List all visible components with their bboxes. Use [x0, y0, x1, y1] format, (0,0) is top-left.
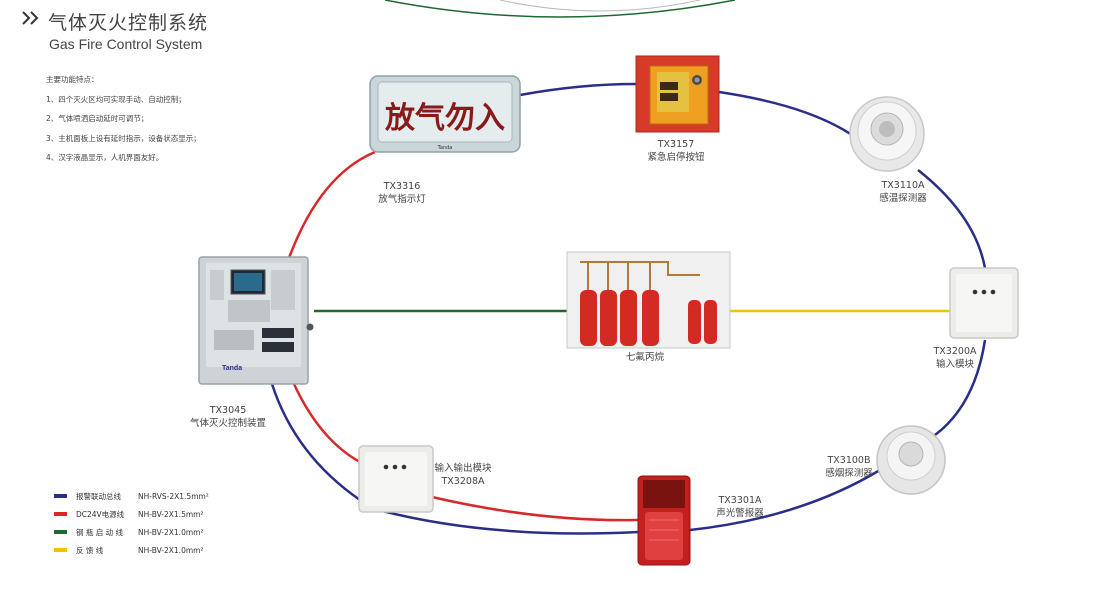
heat-detector-label: TX3110A 感温探测器 [858, 179, 948, 205]
release-sign-text: 放气勿入 [384, 101, 505, 136]
feature-item: 1、四个灭火区均可实现手动、自动控制； [46, 94, 186, 104]
legend-spec: NH-RVS-2X1.5mm² [138, 491, 209, 501]
legend-name: 报警联动总线 [76, 491, 121, 501]
smoke-detector-device [876, 425, 946, 495]
input-module-label: TX3200A 输入模块 [910, 345, 1000, 371]
release-sign-model: TX3316 [383, 181, 421, 192]
input-module-name: 输入模块 [935, 359, 974, 370]
legend-spec: NH-BV-2X1.0mm² [138, 545, 204, 555]
feature-list: 主要功能特点： 1、四个灭火区均可实现手动、自动控制； 2、气体喷洒启动延时可调… [46, 70, 201, 168]
legend-name: 钢 瓶 启 动 线 [76, 527, 124, 537]
emergency-button-model: TX3157 [657, 139, 695, 150]
legend-item: 反 馈 线 NH-BV-2X1.0mm² [54, 541, 209, 559]
io-module-device [358, 445, 434, 513]
legend-item: 报警联动总线 NH-RVS-2X1.5mm² [54, 487, 209, 505]
bus-line-input-smoke [934, 339, 987, 436]
feature-heading: 主要功能特点： [46, 75, 99, 84]
io-module-name: 输入输出模块 [434, 463, 492, 474]
controller-model: TX3045 [209, 405, 247, 416]
smoke-detector-label: TX3100B 感烟探测器 [804, 454, 894, 480]
controller-name: 气体灭火控制装置 [189, 418, 266, 429]
emergency-button-device [635, 55, 720, 133]
smoke-detector-name: 感烟探测器 [825, 468, 873, 479]
bus-line-io-controller [270, 383, 361, 502]
io-module-label: 输入输出模块 TX3208A [418, 462, 508, 488]
alarm-label: TX3301A 声光警报器 [695, 494, 785, 520]
input-module-model: TX3200A [933, 346, 977, 357]
smoke-detector-model: TX3100B [827, 455, 871, 466]
release-sign-label: TX3316 放气指示灯 [357, 180, 447, 206]
feature-item: 3、主机面板上设有延时指示，设备状态显示； [46, 133, 201, 143]
top-arc-green [384, 0, 736, 18]
page-title: 气体灭火控制系统 [48, 12, 209, 34]
legend-swatch [54, 548, 67, 552]
controller-label: TX3045 气体灭火控制装置 [173, 404, 283, 430]
controller-device: Tanda [198, 256, 314, 385]
top-arc-grey [499, 0, 701, 12]
legend: 报警联动总线 NH-RVS-2X1.5mm² DC24V电源线 NH-BV-2X… [54, 487, 209, 559]
feature-item: 4、汉字液晶显示，人机界面友好。 [46, 153, 164, 162]
alarm-model: TX3301A [718, 495, 762, 506]
legend-item: 钢 瓶 启 动 线 NH-BV-2X1.0mm² [54, 523, 209, 541]
power-line-io-alarm [431, 495, 639, 522]
power-line-controller-sign [287, 150, 376, 259]
page-subtitle: Gas Fire Control System [49, 36, 203, 52]
io-module-model: TX3208A [441, 476, 485, 487]
chevron-right-icon [22, 11, 39, 25]
bus-line-sign-button [519, 82, 637, 97]
legend-spec: NH-BV-2X1.0mm² [138, 527, 204, 537]
release-sign-device: 放气勿入 Tanda [369, 75, 521, 153]
bus-line-smoke-alarm [689, 468, 881, 532]
legend-spec: NH-BV-2X1.5mm² [138, 509, 204, 519]
heat-detector-device [849, 96, 925, 172]
alarm-device [637, 475, 691, 566]
bus-line-alarm-io [359, 503, 639, 535]
alarm-name: 声光警报器 [716, 508, 764, 519]
gas-cylinders-device [566, 251, 731, 349]
controller-brand: Tanda [222, 365, 242, 372]
bus-line-heat-input [917, 169, 987, 269]
emergency-button-name: 紧急启停按钮 [647, 152, 705, 163]
release-sign-brand: Tanda [437, 145, 453, 151]
legend-name: 反 馈 线 [76, 545, 104, 555]
emergency-button-label: TX3157 紧急启停按钮 [630, 138, 722, 164]
power-line-controller-io [292, 383, 361, 464]
cylinders-label: 七氟丙烷 [625, 352, 664, 363]
legend-name: DC24V电源线 [76, 509, 125, 519]
legend-swatch [54, 494, 67, 498]
release-sign-name: 放气指示灯 [378, 194, 426, 205]
legend-item: DC24V电源线 NH-BV-2X1.5mm² [54, 505, 209, 523]
feature-item: 2、气体喷洒启动延时可调节； [46, 114, 149, 123]
legend-swatch [54, 530, 67, 534]
heat-detector-name: 感温探测器 [879, 193, 927, 204]
heat-detector-model: TX3110A [881, 180, 925, 191]
input-module-device [949, 267, 1019, 339]
legend-swatch [54, 512, 67, 516]
